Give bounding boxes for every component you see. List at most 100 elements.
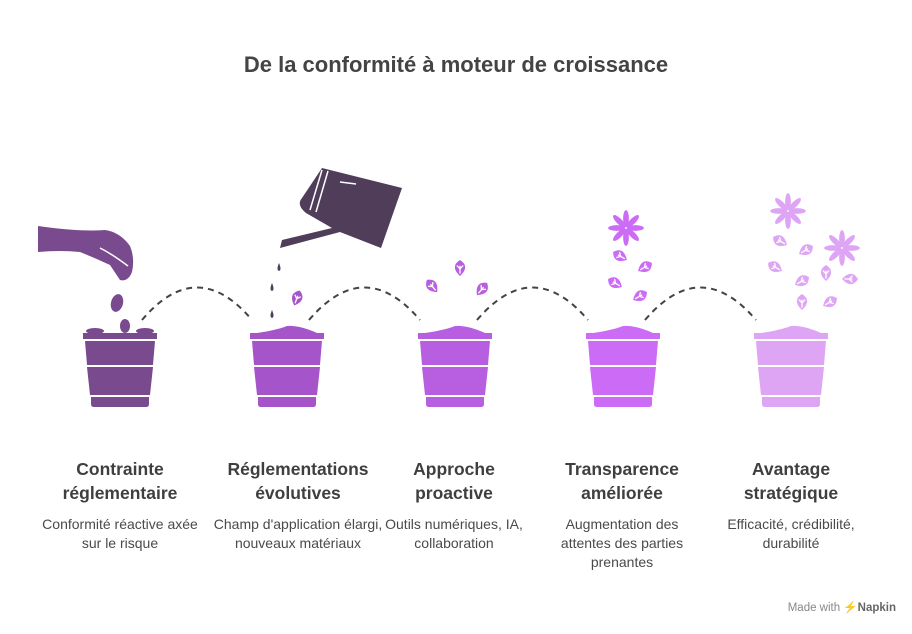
soil-mound <box>425 325 485 333</box>
leaf-vein <box>800 245 810 254</box>
petal <box>788 198 801 211</box>
petal <box>829 235 842 248</box>
step-description: Augmentation des attentes des parties pr… <box>560 516 684 570</box>
petal <box>775 211 788 224</box>
pot-5 <box>754 325 828 407</box>
leaf-icon <box>796 294 808 310</box>
seed-icon <box>136 328 154 334</box>
petal <box>829 248 842 261</box>
dashed-connector <box>644 286 757 321</box>
pot-1 <box>83 333 157 407</box>
leaf-icon <box>768 261 782 273</box>
pot-base <box>258 397 316 407</box>
leaf-icon <box>795 275 809 287</box>
step-description: Efficacité, crédibilité, durabilité <box>727 516 855 551</box>
pot-rim <box>83 333 157 339</box>
petal <box>626 228 639 241</box>
pot-4 <box>586 325 660 407</box>
leaf-vein <box>776 236 786 245</box>
pot-body <box>254 367 320 395</box>
pot-base <box>426 397 484 407</box>
petal <box>842 245 860 251</box>
pot-base <box>762 397 820 407</box>
hand-icon <box>38 226 134 281</box>
leaf-icon <box>820 265 832 281</box>
soil-mound <box>593 325 653 333</box>
step-title: Approche proactive <box>413 459 495 503</box>
petal <box>775 198 788 211</box>
pot-rim <box>586 333 660 339</box>
step-description: Conformité réactive axée sur le risque <box>42 516 198 551</box>
pot-band <box>85 341 155 365</box>
petal <box>842 235 855 248</box>
can-stripe <box>309 169 329 213</box>
water-drop-icon <box>270 283 274 291</box>
flower-icon <box>824 230 860 266</box>
leaf-icon <box>608 277 622 289</box>
petal <box>623 210 629 228</box>
dashed-connector <box>141 286 253 321</box>
leaf-vein <box>844 275 853 283</box>
leaf-icon <box>799 244 813 256</box>
soil-mound <box>761 325 821 333</box>
leaf-icon <box>291 290 303 306</box>
leaf-vein <box>611 278 621 287</box>
watering-can-icon <box>280 168 402 248</box>
step-title: Réglementations évolutives <box>227 459 369 503</box>
diagram-title: De la conformité à moteur de croissance <box>243 52 669 77</box>
pot-base <box>91 397 149 407</box>
petal <box>785 211 791 229</box>
leaf-icon <box>613 250 627 262</box>
step-5: Avantage stratégique Efficacité, crédibi… <box>716 457 866 553</box>
dashed-connector <box>308 286 421 321</box>
water-drop-icon <box>277 263 281 271</box>
flower-icon <box>770 193 806 229</box>
step-2: Réglementations évolutives Champ d'appli… <box>213 457 383 553</box>
step-description: Champ d'application élargi, nouveaux mat… <box>213 516 383 551</box>
can-label <box>339 181 357 185</box>
step-description: Outils numériques, IA, collaboration <box>385 516 523 551</box>
petal <box>626 215 639 228</box>
pot-3 <box>418 325 492 407</box>
petal <box>824 245 842 251</box>
leaf-icon <box>633 290 647 302</box>
napkin-watermark: Made with ⚡Napkin <box>787 602 896 614</box>
step-3: Approche proactive Outils numériques, IA… <box>384 457 524 553</box>
leaf-vein <box>796 276 806 285</box>
leaf-vein <box>639 262 649 271</box>
petal <box>623 228 629 246</box>
petal <box>770 208 788 214</box>
petal <box>788 211 801 224</box>
petal <box>839 248 845 266</box>
step-title: Avantage stratégique <box>743 459 839 503</box>
petal <box>839 230 845 248</box>
step-title: Contrainte réglementaire <box>62 459 178 503</box>
soil-mound <box>257 325 317 333</box>
leaf-icon <box>426 279 438 293</box>
water-drop-icon <box>270 310 274 318</box>
pot-base <box>594 397 652 407</box>
pot-body <box>590 367 656 395</box>
seed-icon <box>120 319 130 333</box>
flower-icon <box>608 210 644 246</box>
pot-2 <box>250 325 324 407</box>
seed-icon <box>110 294 124 312</box>
leaf-vein <box>824 297 834 306</box>
step-title: Transparence améliorée <box>565 459 679 503</box>
leaf-vein <box>477 285 487 294</box>
pot-rim <box>418 333 492 339</box>
petal <box>613 228 626 241</box>
leaf-icon <box>773 235 787 247</box>
pot-body <box>758 367 824 395</box>
leaf-icon <box>476 282 488 296</box>
leaf-vein <box>616 251 626 260</box>
leaf-vein <box>798 299 806 308</box>
leaf-vein <box>822 270 830 279</box>
leaf-icon <box>842 273 858 285</box>
leaf-vein <box>427 282 437 291</box>
pot-body <box>87 367 153 395</box>
leaf-icon <box>823 296 837 308</box>
dashed-connector <box>476 286 589 321</box>
pot-rim <box>754 333 828 339</box>
